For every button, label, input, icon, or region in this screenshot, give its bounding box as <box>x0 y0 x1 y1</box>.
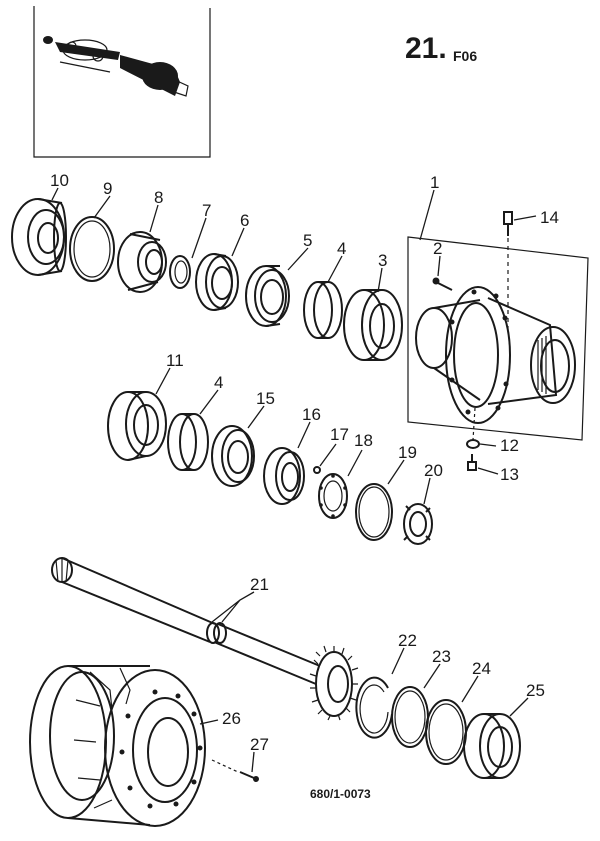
shaft-gear-spline <box>309 645 359 721</box>
callout-5: 5 <box>303 231 312 250</box>
callout-18: 18 <box>354 431 373 450</box>
callout-27: 27 <box>250 735 269 754</box>
drum-bolt-holes <box>119 689 203 809</box>
callout-23: 23 <box>432 647 451 666</box>
callout-25: 25 <box>526 681 545 700</box>
callout-19: 19 <box>398 443 417 462</box>
callout-12: 15 <box>256 389 275 408</box>
part-bearing-7 <box>107 391 167 461</box>
callout-labels: 10 9 8 7 6 5 4 3 1 2 14 12 13 11 4 15 16… <box>50 171 559 754</box>
section-title: 21. F06 <box>405 32 477 65</box>
callout-16: 16 <box>302 405 321 424</box>
hub-bolt-holes <box>449 289 509 415</box>
part-brake-drum <box>29 665 206 827</box>
part-o-ring-23 <box>391 686 429 748</box>
callout-7: 11 <box>166 351 184 370</box>
part-nut-20 <box>403 503 433 545</box>
part-screw-2 <box>432 277 453 291</box>
part-race-ring-4b <box>167 413 209 471</box>
part-pin-17 <box>313 466 321 474</box>
callout-14: 13 <box>500 465 519 484</box>
part-ring-8 <box>169 255 191 289</box>
part-wheel-hub <box>407 236 589 441</box>
part-ring-24 <box>425 699 467 765</box>
part-bearing-3 <box>343 289 403 361</box>
drawing-number: 680/1-0073 <box>310 787 371 801</box>
locator-thumbnail <box>33 6 211 158</box>
callout-21: 21 <box>250 575 269 594</box>
callout-24: 24 <box>472 659 491 678</box>
callout-3: 3 <box>378 251 387 270</box>
part-seal-16 <box>263 447 305 505</box>
section-code: F06 <box>453 48 477 64</box>
part-o-ring-10 <box>69 216 115 282</box>
callout-20: 20 <box>424 461 443 480</box>
callout-6: 6 <box>240 211 249 230</box>
section-number: 21. <box>405 32 447 65</box>
callout-4-lower: 4 <box>214 373 223 392</box>
part-screw-27 <box>211 759 259 782</box>
part-stud-15 <box>503 211 513 330</box>
part-lock-washer-18 <box>318 473 348 519</box>
part-bearing-race-5 <box>245 265 290 327</box>
leader-lines <box>51 187 537 773</box>
callout-11: 10 <box>50 171 69 190</box>
part-bearing-25 <box>463 713 521 779</box>
part-seal-12 <box>211 425 255 487</box>
part-race-ring-4a <box>303 281 343 339</box>
callout-10: 9 <box>103 179 112 198</box>
part-snap-ring-22 <box>355 676 393 739</box>
callout-26: 26 <box>222 709 241 728</box>
callout-4-upper: 4 <box>337 239 346 258</box>
part-bolt-14 <box>467 407 477 471</box>
part-dust-cover <box>11 198 67 276</box>
part-seal-9 <box>117 231 167 293</box>
callout-15: 14 <box>540 208 559 227</box>
part-o-ring-19 <box>355 483 393 541</box>
callout-8: 7 <box>202 201 211 220</box>
part-washer-13 <box>466 439 480 449</box>
callout-13: 12 <box>500 436 519 455</box>
part-seal-6 <box>195 253 239 311</box>
axle-thumbnail-icon <box>43 36 189 97</box>
callout-2: 2 <box>433 239 442 258</box>
part-axle-shaft <box>51 557 359 721</box>
callout-9: 8 <box>154 188 163 207</box>
callout-1: 1 <box>430 173 439 192</box>
callout-17: 17 <box>330 425 349 444</box>
callout-22: 22 <box>398 631 417 650</box>
